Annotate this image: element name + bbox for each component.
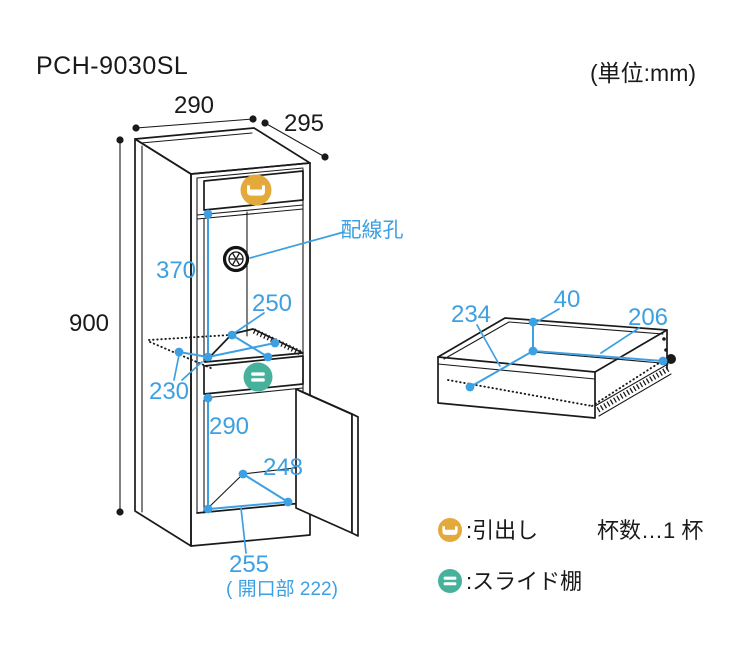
rail-knob xyxy=(666,354,676,364)
slide-shelf-icon xyxy=(243,362,273,392)
drawer-inner-width-label: 206 xyxy=(628,304,668,331)
legend-drawer-icon xyxy=(438,518,462,542)
slide-rail-hatch xyxy=(252,328,303,356)
lower-inner-height-label: 290 xyxy=(209,413,249,440)
legend-slide-shelf-label: :スライド棚 xyxy=(466,569,582,594)
legend-slide-shelf-icon xyxy=(438,569,462,593)
width-dimension-label: 290 xyxy=(174,92,214,119)
drawer-inner-height-label: 40 xyxy=(554,286,581,313)
open-door xyxy=(295,388,359,537)
legend: :引出し 杯数…1 杯 :スライド棚 xyxy=(438,518,703,594)
bottom-width-label: 255 xyxy=(229,551,269,578)
depth-dimension-label: 295 xyxy=(284,110,324,137)
shelf-pullout-label: 230 xyxy=(149,378,189,405)
height-dimension-label: 900 xyxy=(69,310,109,337)
drawer-icon xyxy=(240,174,272,206)
drawer-inner-depth-label: 234 xyxy=(451,301,491,328)
drawer-rail-hatch xyxy=(596,366,670,413)
drawer-dimension-lines xyxy=(465,308,668,392)
drawer-detail-outline xyxy=(437,317,676,419)
cabinet-outline xyxy=(134,127,311,547)
drawer-front-panel xyxy=(203,170,304,211)
legend-drawer-count: 杯数…1 杯 xyxy=(597,518,703,543)
shelf-width-label: 250 xyxy=(252,290,292,317)
wiring-hole-label: 配線孔 xyxy=(341,219,404,242)
legend-drawer-label: :引出し xyxy=(466,518,538,543)
interior-dimension-lines xyxy=(173,209,345,554)
phantom-shelf-dotted xyxy=(148,334,231,370)
product-model-title: PCH-9030SL xyxy=(36,52,188,80)
unit-note: (単位:mm) xyxy=(590,60,696,86)
lower-inner-depth-label: 248 xyxy=(263,454,303,481)
upper-inner-height-label: 370 xyxy=(156,257,196,284)
wiring-hole-icon xyxy=(222,245,250,273)
opening-note-label: ( 開口部 222) xyxy=(226,578,338,600)
outer-dimension-lines xyxy=(116,115,329,516)
